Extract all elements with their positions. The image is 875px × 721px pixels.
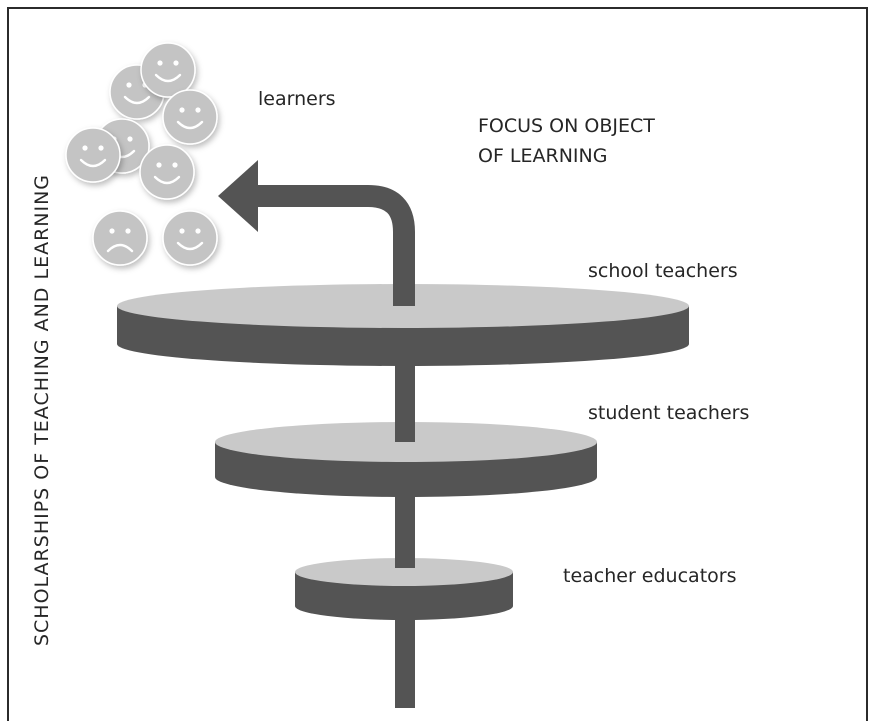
smiley-face-icon [162, 210, 218, 266]
smiley-face-icon [65, 127, 121, 183]
diagram-frame [7, 7, 868, 721]
student-teachers-label: student teachers [588, 402, 750, 424]
school-teachers-label: school teachers [588, 260, 738, 282]
teacher-educators-label: teacher educators [563, 565, 737, 587]
learner-faces [65, 42, 218, 266]
focus-label-line1: FOCUS ON OBJECT [478, 115, 655, 137]
focus-arrow [218, 160, 415, 306]
smiley-face-icon [162, 89, 218, 145]
focus-label-line2: OF LEARNING [478, 145, 608, 167]
disc-teacher-educators [295, 558, 513, 620]
learners-label: learners [258, 88, 336, 110]
smiley-face-icon [140, 42, 196, 98]
scholarships-vertical-label: SCHOLARSHIPS OF TEACHING AND LEARNING [31, 173, 53, 647]
shaft-mid-upper [395, 345, 415, 442]
shaft-bottom [395, 600, 415, 708]
sad-face-icon [92, 210, 148, 266]
shaft-mid-lower [395, 475, 415, 568]
smiley-face-icon [139, 144, 195, 200]
